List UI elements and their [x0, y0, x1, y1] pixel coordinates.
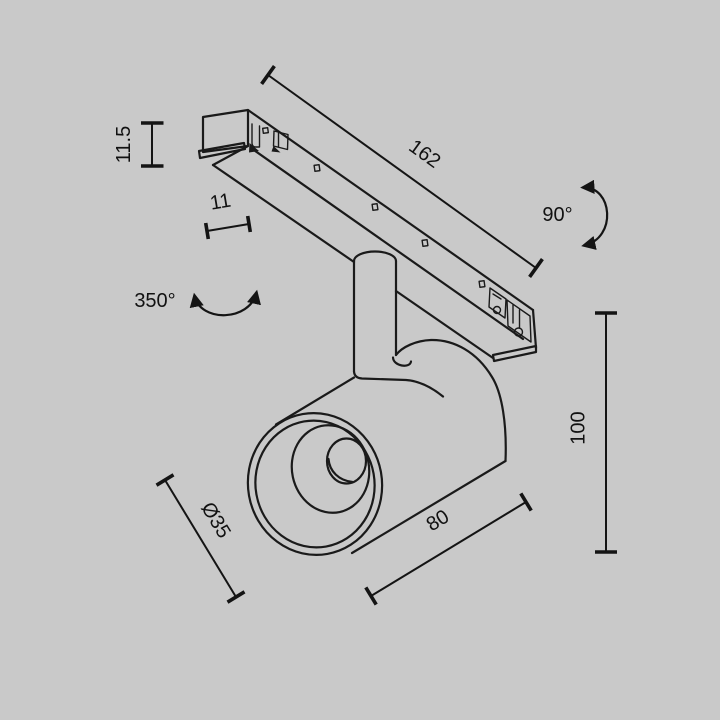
head-bezel-ring [290, 424, 371, 514]
rotation-350-label: 350° [134, 290, 175, 312]
indicator-square [261, 126, 270, 135]
indicator-square [421, 238, 429, 248]
dim-label-track-height: 11.5 [113, 126, 135, 163]
head-back-arc [394, 338, 507, 463]
contact-clip-foot [271, 146, 281, 153]
spotlight-head [246, 338, 507, 556]
lens-inner-arc [327, 457, 354, 484]
terminal-hole [513, 327, 524, 337]
stem-top-arc [352, 250, 398, 263]
dim-ticks [141, 121, 164, 168]
head-top-silhouette [274, 376, 356, 426]
rotation-350-annotation: 350° [134, 289, 261, 317]
indicator-square [371, 202, 379, 212]
rotation-90-label: 90° [542, 204, 572, 226]
dim-line [206, 223, 250, 232]
head-front-rim-outer [246, 412, 384, 556]
pivot-joint [391, 356, 413, 367]
dim-ticks [203, 215, 253, 240]
dim-head-length: 80 [364, 492, 533, 606]
stem [352, 250, 445, 398]
dim-ticks [155, 473, 246, 604]
track-top-edge [246, 108, 535, 312]
dim-track-height: 11.5 [113, 121, 164, 168]
track-bottom-edge [211, 163, 495, 360]
indicator-square [313, 163, 321, 173]
dim-line [164, 479, 237, 598]
terminal-hole [492, 305, 502, 315]
dim-ticks [364, 492, 533, 606]
contact-clips [249, 123, 289, 153]
dim-fixture-height: 100 [568, 311, 617, 554]
dim-line [370, 501, 527, 597]
terminal-block [488, 287, 507, 319]
rotation-arrow-350-icon [189, 289, 261, 317]
track-end-edge [531, 308, 538, 350]
lens-ring [325, 437, 368, 485]
track-mid-edge [249, 146, 525, 341]
track-end-cap [197, 108, 250, 167]
head-front-rim-inner [254, 419, 376, 549]
head-bottom-silhouette [350, 459, 507, 555]
contact-clip-foot [249, 143, 259, 153]
end-cap-flange [197, 141, 247, 160]
dim-label-track-width: 11 [208, 190, 232, 215]
indicator-squares [313, 163, 486, 289]
dim-label-fixture-height: 100 [568, 411, 590, 444]
dim-ticks [260, 65, 544, 278]
contact-clip [272, 130, 289, 151]
stem-saddle [352, 370, 445, 398]
dim-track-width: 11 [203, 190, 253, 240]
terminal-block [506, 299, 532, 343]
track-rail [197, 108, 538, 363]
rotation-90-annotation: 90° [542, 179, 609, 250]
dim-line [267, 74, 537, 269]
indicator-square [478, 279, 486, 289]
track-end-flange [491, 344, 538, 363]
rotation-arrow-90-icon [580, 179, 609, 250]
dim-ticks [595, 311, 617, 554]
track-right-end [488, 287, 538, 363]
